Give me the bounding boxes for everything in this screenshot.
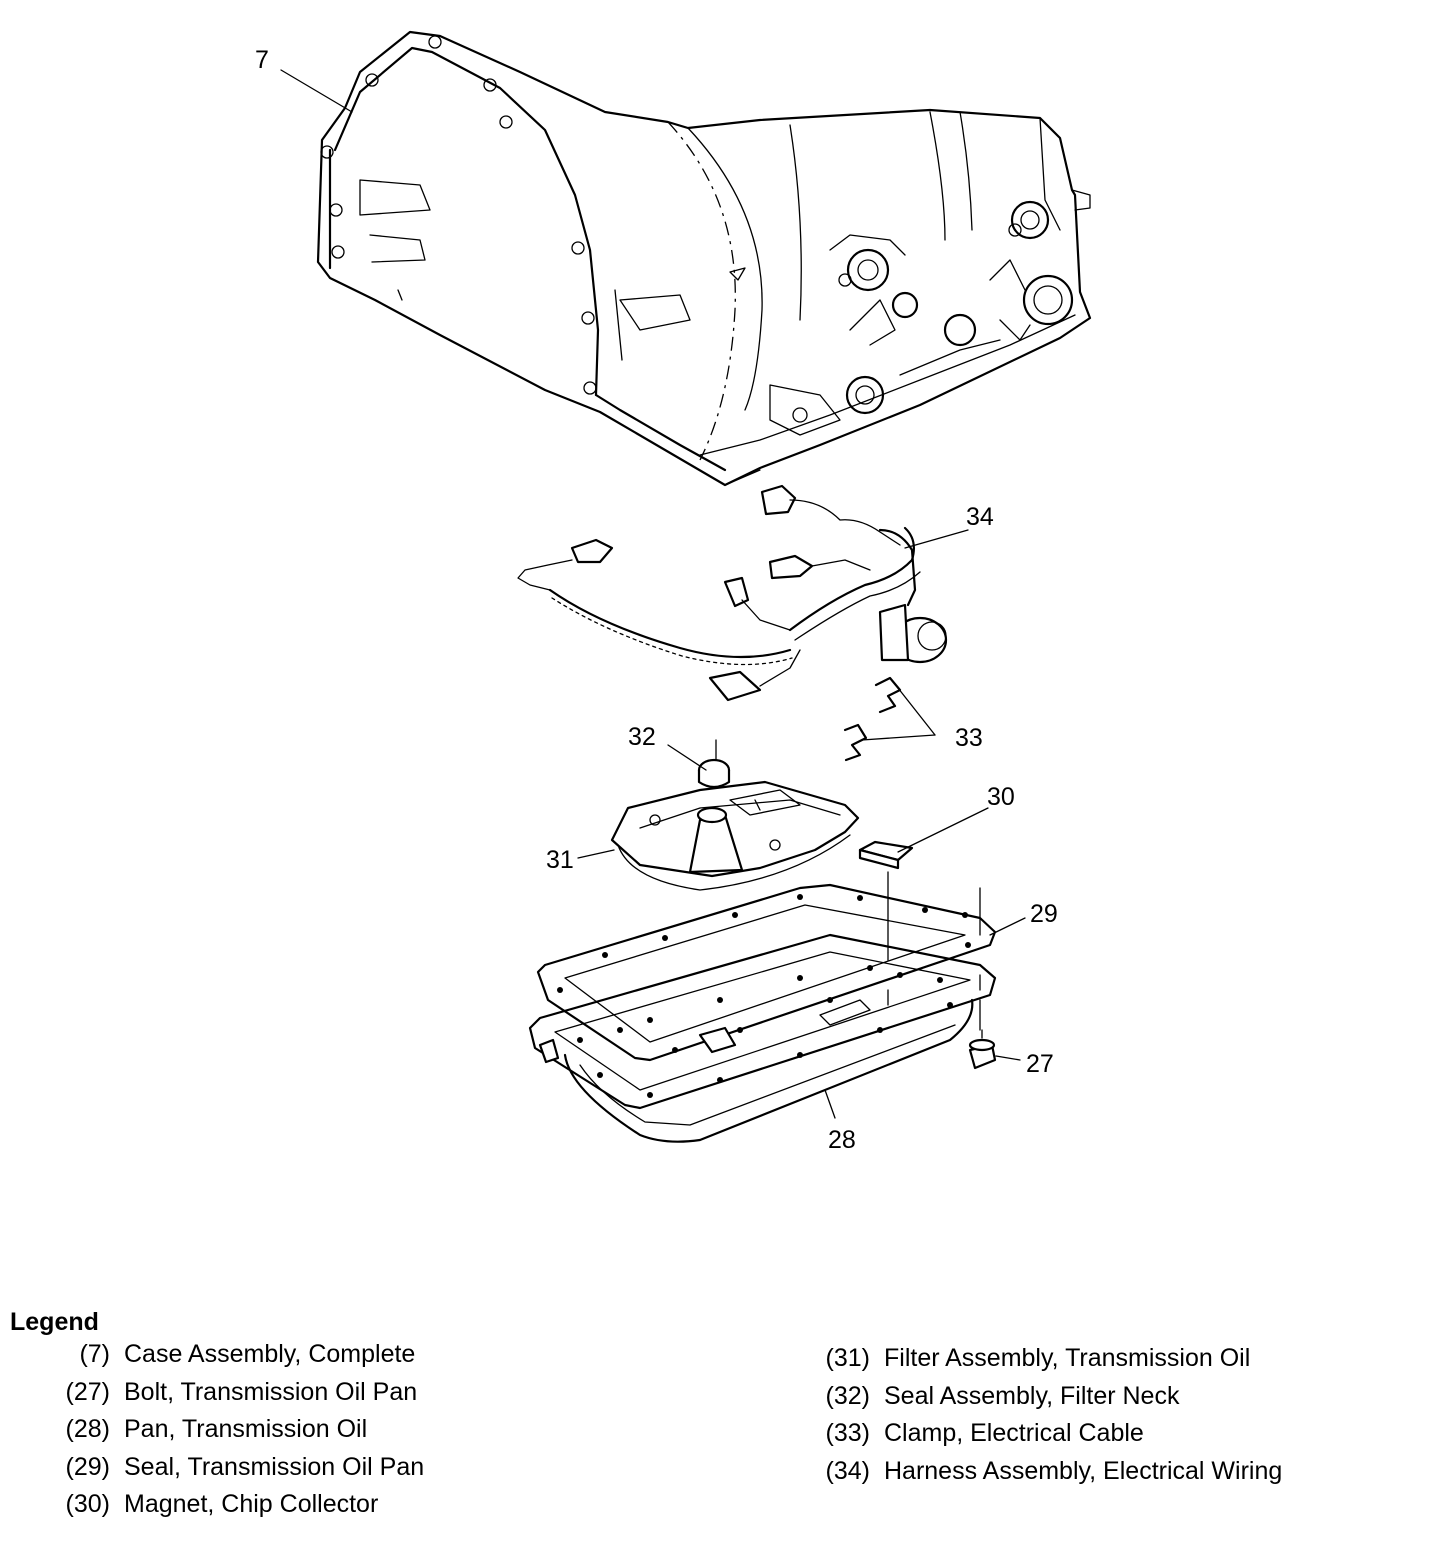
legend-item-34: (34)Harness Assembly, Electrical Wiring bbox=[825, 1456, 1283, 1485]
legend-item-33: (33)Clamp, Electrical Cable bbox=[825, 1419, 1144, 1448]
case-assembly bbox=[316, 30, 1092, 487]
wiring-harness bbox=[517, 484, 948, 702]
oil-pan-bolt bbox=[968, 1029, 997, 1070]
callout-32: 32 bbox=[628, 723, 656, 751]
callout-28: 28 bbox=[828, 1126, 856, 1154]
oil-pan bbox=[528, 887, 997, 1143]
callout-34: 34 bbox=[966, 503, 994, 531]
legend-column-left: (7)Case Assembly, Complete (27)Bolt, Tra… bbox=[30, 1336, 425, 1524]
legend: Legend (7)Case Assembly, Complete (27)Bo… bbox=[0, 1300, 1440, 1540]
exploded-view-diagram: 7 34 33 32 30 31 29 27 28 bbox=[255, 30, 1092, 1154]
callout-33: 33 bbox=[955, 724, 983, 752]
legend-item-28: (28)Pan, Transmission Oil bbox=[65, 1415, 368, 1444]
leader-lines bbox=[280, 69, 1026, 1119]
legend-item-31: (31)Filter Assembly, Transmission Oil bbox=[825, 1344, 1251, 1373]
chip-collector-magnet bbox=[858, 840, 914, 1006]
filter-neck-seal bbox=[697, 739, 731, 806]
legend-item-7: (7)Case Assembly, Complete bbox=[79, 1340, 416, 1369]
cable-clamps bbox=[843, 676, 902, 762]
legend-item-29: (29)Seal, Transmission Oil Pan bbox=[65, 1452, 425, 1481]
callout-29: 29 bbox=[1030, 900, 1058, 928]
callout-30: 30 bbox=[987, 783, 1015, 811]
callout-7: 7 bbox=[255, 46, 269, 74]
oil-filter bbox=[610, 780, 860, 891]
legend-column-right: (31)Filter Assembly, Transmission Oil (3… bbox=[790, 1340, 1283, 1490]
legend-item-32: (32)Seal Assembly, Filter Neck bbox=[825, 1381, 1180, 1410]
legend-item-30: (30)Magnet, Chip Collector bbox=[65, 1490, 379, 1519]
callout-27: 27 bbox=[1026, 1050, 1054, 1078]
callout-31: 31 bbox=[546, 846, 574, 874]
legend-title: Legend bbox=[10, 1308, 99, 1336]
legend-item-27: (27)Bolt, Transmission Oil Pan bbox=[65, 1377, 418, 1406]
oil-pan-seal bbox=[536, 883, 997, 1062]
